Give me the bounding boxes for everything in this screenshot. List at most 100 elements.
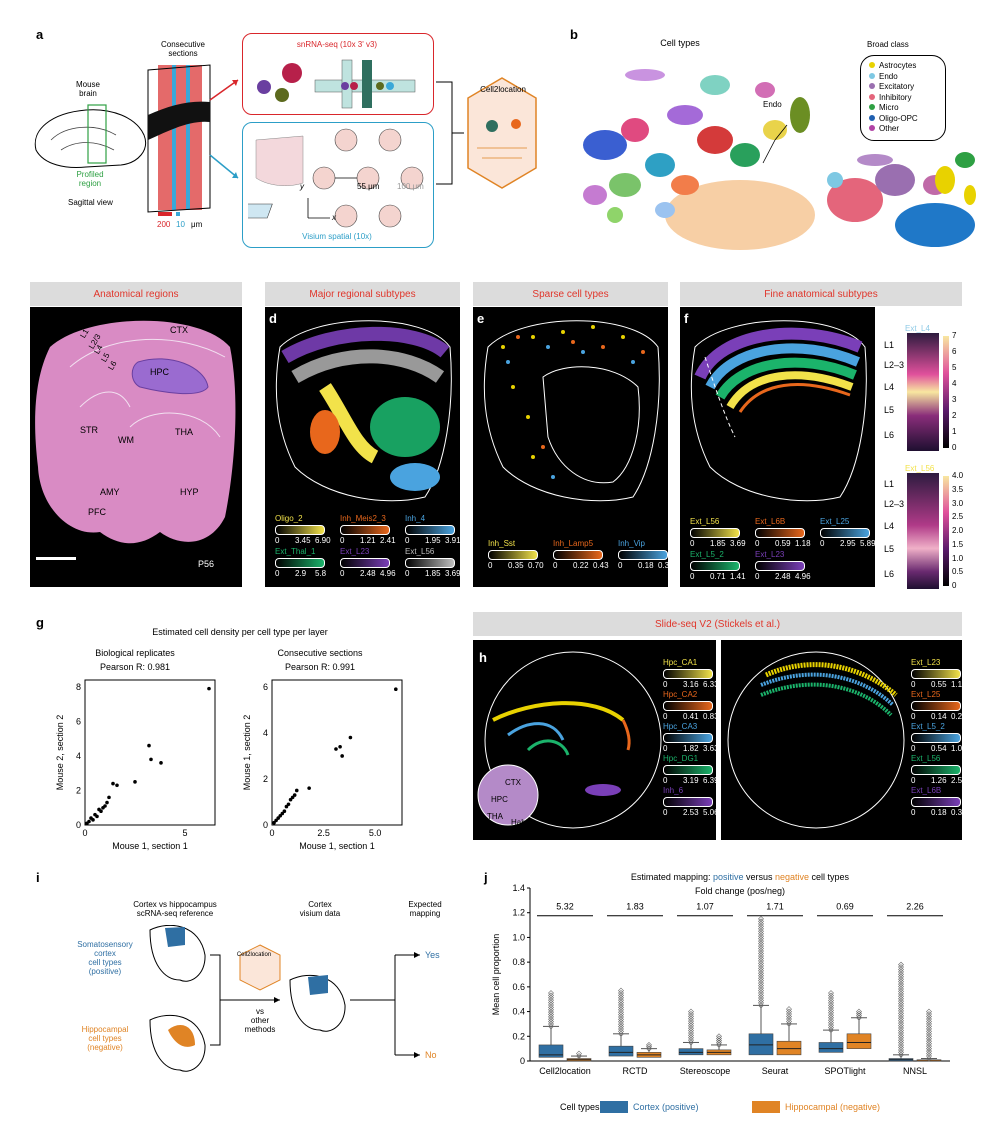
colorbar [911,669,961,679]
outlier-point [758,962,764,969]
scale-200: 200 [157,220,171,229]
outlier-point [926,1028,932,1035]
outlier-point [548,999,554,1006]
outlier-point [618,1011,624,1018]
header-anatomical-regions: Anatomical regions [30,282,242,306]
arrows-to-modalities [209,79,239,179]
outlier-point [828,1019,834,1026]
scatter-point [159,761,163,765]
inset-region-label: THA [487,812,503,821]
outlier-point [898,1049,904,1056]
outlier-point [898,1034,904,1041]
colorbar-tick: 4.96 [795,572,811,581]
colorbar-tick: 0.37 [658,561,674,570]
outlier-point [688,1032,694,1039]
colorbar-tick: 1.41 [730,572,746,581]
outlier-point [758,972,764,979]
outlier-point [898,1042,904,1048]
inset2-title: Ext_L56 [905,464,935,473]
colorbar-tick: 2.41 [380,536,396,545]
outlier-point [898,1017,904,1024]
broad-class-label: Astrocytes [879,61,917,70]
outlier-point [716,1037,722,1044]
y-tick-label: 0.4 [512,1007,525,1017]
y-tick-label: 0.6 [512,982,525,992]
outlier-point [828,1014,834,1021]
outlier-point [758,918,764,925]
colorbar-tick: 0 [911,744,916,753]
inset-colorbar-tick: 2.0 [952,526,964,535]
y-axis-label: Mouse 2, section 2 [55,715,65,791]
outlier-point [786,1018,792,1025]
y-tick-label: 1.2 [512,908,525,918]
outlier-point [758,992,764,999]
colorbar [663,733,713,743]
inset-layer-label: L4 [884,521,895,531]
scatter-point [87,819,91,824]
colorbar-title: Inh_Sst [488,539,516,548]
outlier-point [688,1020,694,1027]
scatter-point [348,735,353,740]
colorbar-tick: 0 [911,680,916,689]
scale-bar [36,557,76,560]
outlier-point [548,1002,554,1008]
broad-class-item: Micro [869,103,945,114]
inset1-dots [907,333,939,451]
outlier-point [828,992,834,999]
outlier-point [646,1042,652,1048]
box [678,1048,704,1056]
cell2location-label: Cell2location [480,85,526,94]
outlier-point [548,1009,554,1016]
inset-layer-label: L4 [884,382,895,392]
colorbar-title: Ext_Thal_1 [275,547,316,556]
outlier-point [926,1011,932,1017]
outlier-point [758,923,764,930]
outlier-point [618,1004,624,1011]
spot-spacing-label: 100 μm [397,182,424,191]
outlier-point [688,1030,694,1036]
panel-letter-f: f [684,311,689,326]
outlier-point [758,953,764,959]
scatter-point [334,747,338,751]
scatter-point [111,781,115,786]
scatter-point [207,686,211,691]
scatter-point [338,744,342,749]
inset-colorbar-tick: 3.5 [952,484,964,494]
outlier-point [618,992,624,999]
region-label: WM [118,435,134,445]
panel-letter-e: e [477,311,485,326]
g-left-pearson: Pearson R: 0.981 [99,662,171,672]
y-tick-label: 6 [263,682,268,692]
outlier-point [548,1013,554,1020]
colorbar-tick: 0 [405,536,410,545]
colorbar-tick: 5.06 [703,808,719,817]
fold-change-label: 2.26 [906,902,924,912]
outlier-point [758,928,764,935]
panel-d-map [275,320,452,502]
scatter-point [103,804,107,808]
y-axis-label: Mean cell proportion [491,934,501,1016]
colorbar-tick: 4.96 [380,569,396,578]
colorbar-title: Ext_L25 [820,517,850,526]
outlier-point [576,1050,582,1057]
outlier-point [898,988,904,995]
outlier-point [926,1043,932,1050]
colorbar-tick: 3.45 [295,536,311,545]
scatter-point [278,813,283,818]
profiled-region-label: Profiled region [76,170,104,188]
outlier-point [828,999,834,1006]
outlier-point [898,993,904,1000]
box [538,1044,564,1058]
scatter-point [276,816,280,820]
header-fine-anatomical: Fine anatomical subtypes [680,282,962,306]
outlier-point [758,945,764,952]
scatter-point [290,795,295,800]
x-axis-label: Mouse 1, section 1 [112,841,188,851]
outlier-point [548,1021,554,1027]
inset-colorbar-tick: 0 [952,581,957,590]
colorbar [663,701,713,711]
y-axis-label: Mouse 1, section 2 [242,715,252,791]
sagittal-brain-diagram [34,104,146,168]
outlier-point [898,976,904,983]
